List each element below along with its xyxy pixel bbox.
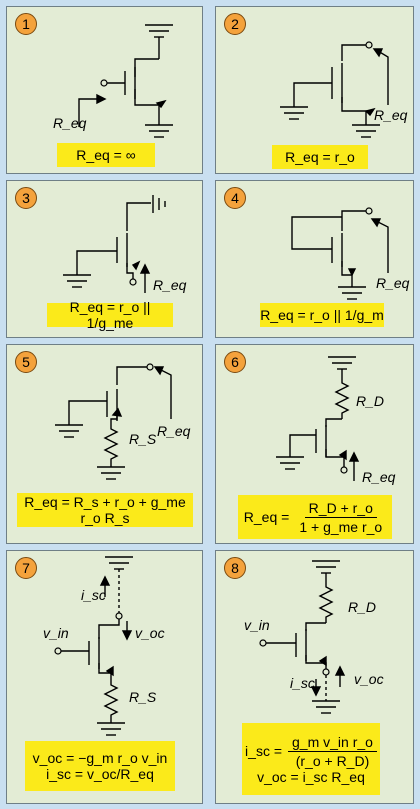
voc-label: v_oc <box>354 671 384 687</box>
req-label: R_eq <box>53 115 87 131</box>
panel-number: 1 <box>15 13 37 35</box>
circuit-diagram <box>276 356 360 481</box>
isc-label: i_sc <box>290 675 315 691</box>
circuit-diagram <box>54 556 133 736</box>
panel-number: 2 <box>224 13 246 35</box>
req-label: R_eq <box>376 275 410 291</box>
panel-number: 3 <box>15 187 37 209</box>
panel-4: 4 R_eq R_eq = r_o || 1/g_m <box>215 180 414 338</box>
circuit-diagram <box>63 195 166 293</box>
rd-label: R_D <box>356 393 385 409</box>
panel-5: 5 R_S R_eq R_eq = R_s + r_o + g_me r_o R… <box>6 344 203 544</box>
panel-number: 5 <box>15 351 37 373</box>
circuit-diagram <box>259 560 346 714</box>
formula-box: R_eq = R_s + r_o + g_me r_o R_s <box>17 493 193 527</box>
panel-2: 2 R_eq R_eq = r_o <box>215 6 414 174</box>
panel-number: 6 <box>224 351 246 373</box>
vin-label: v_in <box>244 617 270 633</box>
rs-label: R_S <box>129 431 157 447</box>
formula-box: i_sc = g_m v_in r_o(r_o + R_D) v_oc = i_… <box>242 723 380 795</box>
isc-label: i_sc <box>81 587 106 603</box>
rs-label: R_S <box>129 689 157 705</box>
req-label: R_eq <box>157 423 191 439</box>
formula-box: R_eq = r_o <box>272 145 368 169</box>
panel-8: 8 R_D v_in i_sc v_oc i_sc = g_m v_in r_o… <box>215 550 414 804</box>
panel-7: 7 i_sc v_oc v_in R_S v_oc = −g_m r_o v_i… <box>6 550 203 804</box>
rd-label: R_D <box>348 599 377 615</box>
panel-3: 3 R_eq R_eq = r_o || 1/g_me <box>6 180 203 338</box>
formula-box: R_eq = r_o || 1/g_me <box>47 299 173 331</box>
req-label: R_eq <box>362 469 396 485</box>
req-label: R_eq <box>374 107 408 123</box>
panel-number: 8 <box>224 557 246 579</box>
formula-box: R_eq = ∞ <box>57 143 155 167</box>
formula-box: v_oc = −g_m r_o v_in i_sc = v_oc/R_eq <box>25 741 175 791</box>
req-label: R_eq <box>153 277 187 293</box>
circuit-diagram <box>291 207 389 300</box>
circuit-diagram <box>55 363 172 480</box>
circuit-diagram <box>280 41 389 138</box>
circuit-diagram <box>78 24 173 138</box>
panel-1: 1 R_eq R_eq = ∞ <box>6 6 203 174</box>
panel-number: 7 <box>15 557 37 579</box>
vin-label: v_in <box>43 625 69 641</box>
formula-box: R_eq = r_o || 1/g_m <box>260 303 384 327</box>
voc-label: v_oc <box>135 625 165 641</box>
panel-number: 4 <box>224 187 246 209</box>
